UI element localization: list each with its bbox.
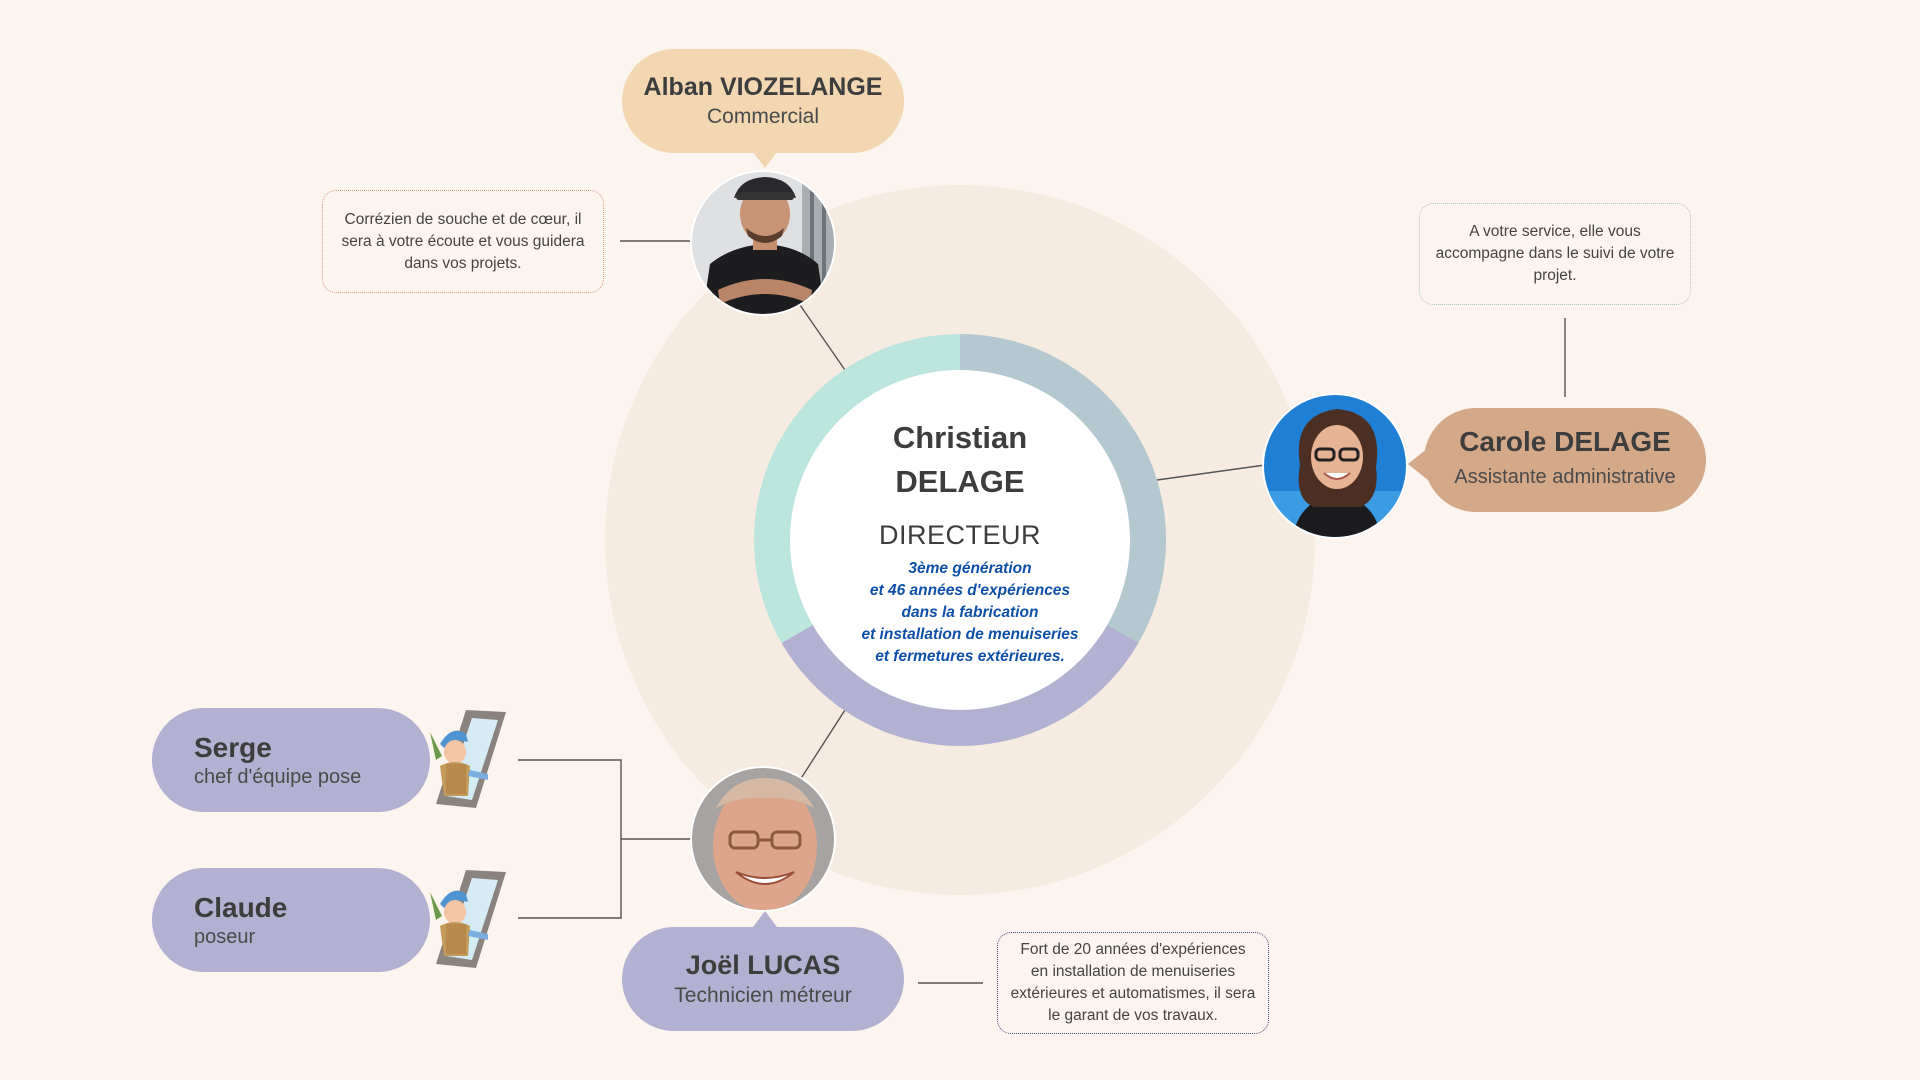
line-director-technician: [799, 709, 846, 781]
team-member-name: Claude: [194, 892, 288, 923]
commercial-note: Corrézien de souche et de cœur, il sera …: [322, 190, 604, 293]
installer-mascot-icon: [410, 704, 510, 814]
director-card: Christian DELAGE DIRECTEUR 3ème générati…: [790, 370, 1130, 710]
team-member-name: Serge: [194, 732, 272, 763]
assistant-portrait-icon: [1264, 395, 1406, 537]
technician-portrait-icon: [692, 768, 834, 910]
director-last-name: DELAGE: [895, 464, 1025, 499]
director-description-line: dans la fabrication: [901, 604, 1039, 621]
team-member-card-serge: Serge chef d'équipe pose: [152, 708, 430, 812]
assistant-name: Carole DELAGE: [1459, 426, 1671, 457]
line-director-assistant: [1156, 464, 1266, 481]
assistant-role: Assistante administrative: [1454, 466, 1676, 488]
technician-pill-pointer: [750, 911, 780, 931]
director-first-name: Christian: [892, 420, 1028, 455]
assistant-note: A votre service, elle vous accompagne da…: [1419, 203, 1691, 305]
director-description-line: et fermetures extérieures.: [875, 648, 1065, 665]
director-name: Christian DELAGE: [790, 416, 1130, 504]
commercial-name: Alban VIOZELANGE: [643, 73, 883, 101]
assistant-avatar: [1262, 393, 1408, 539]
commercial-role: Commercial: [706, 105, 819, 128]
commercial-pill: Alban VIOZELANGE Commercial: [622, 49, 904, 153]
director-description-line: 3ème génération: [908, 560, 1032, 577]
commercial-avatar: [690, 170, 836, 316]
technician-pill: Joël LUCAS Technicien métreur: [622, 927, 904, 1031]
team-member-card-claude: Claude poseur: [152, 868, 430, 972]
technician-name: Joël LUCAS: [685, 950, 841, 980]
director-description-line: et installation de menuiseries: [861, 626, 1079, 643]
commercial-portrait-icon: [692, 172, 834, 314]
assistant-pill: Carole DELAGE Assistante administrative: [1424, 408, 1706, 512]
team-member-role: poseur: [194, 926, 256, 948]
technician-avatar: [690, 766, 836, 912]
line-technician-team: [518, 759, 622, 919]
team-member-role: chef d'équipe pose: [194, 766, 362, 788]
technician-note: Fort de 20 années d'expériences en insta…: [997, 932, 1269, 1034]
technician-role: Technicien métreur: [674, 984, 852, 1007]
commercial-pill-pointer: [750, 148, 780, 168]
installer-mascot-icon: [410, 864, 510, 974]
director-description-line: et 46 années d'expériences: [869, 582, 1071, 599]
director-description: 3ème génération et 46 années d'expérienc…: [800, 558, 1140, 668]
line-director-commercial: [799, 304, 846, 371]
assistant-pill-pointer: [1408, 448, 1428, 480]
director-title: DIRECTEUR: [878, 520, 1041, 550]
